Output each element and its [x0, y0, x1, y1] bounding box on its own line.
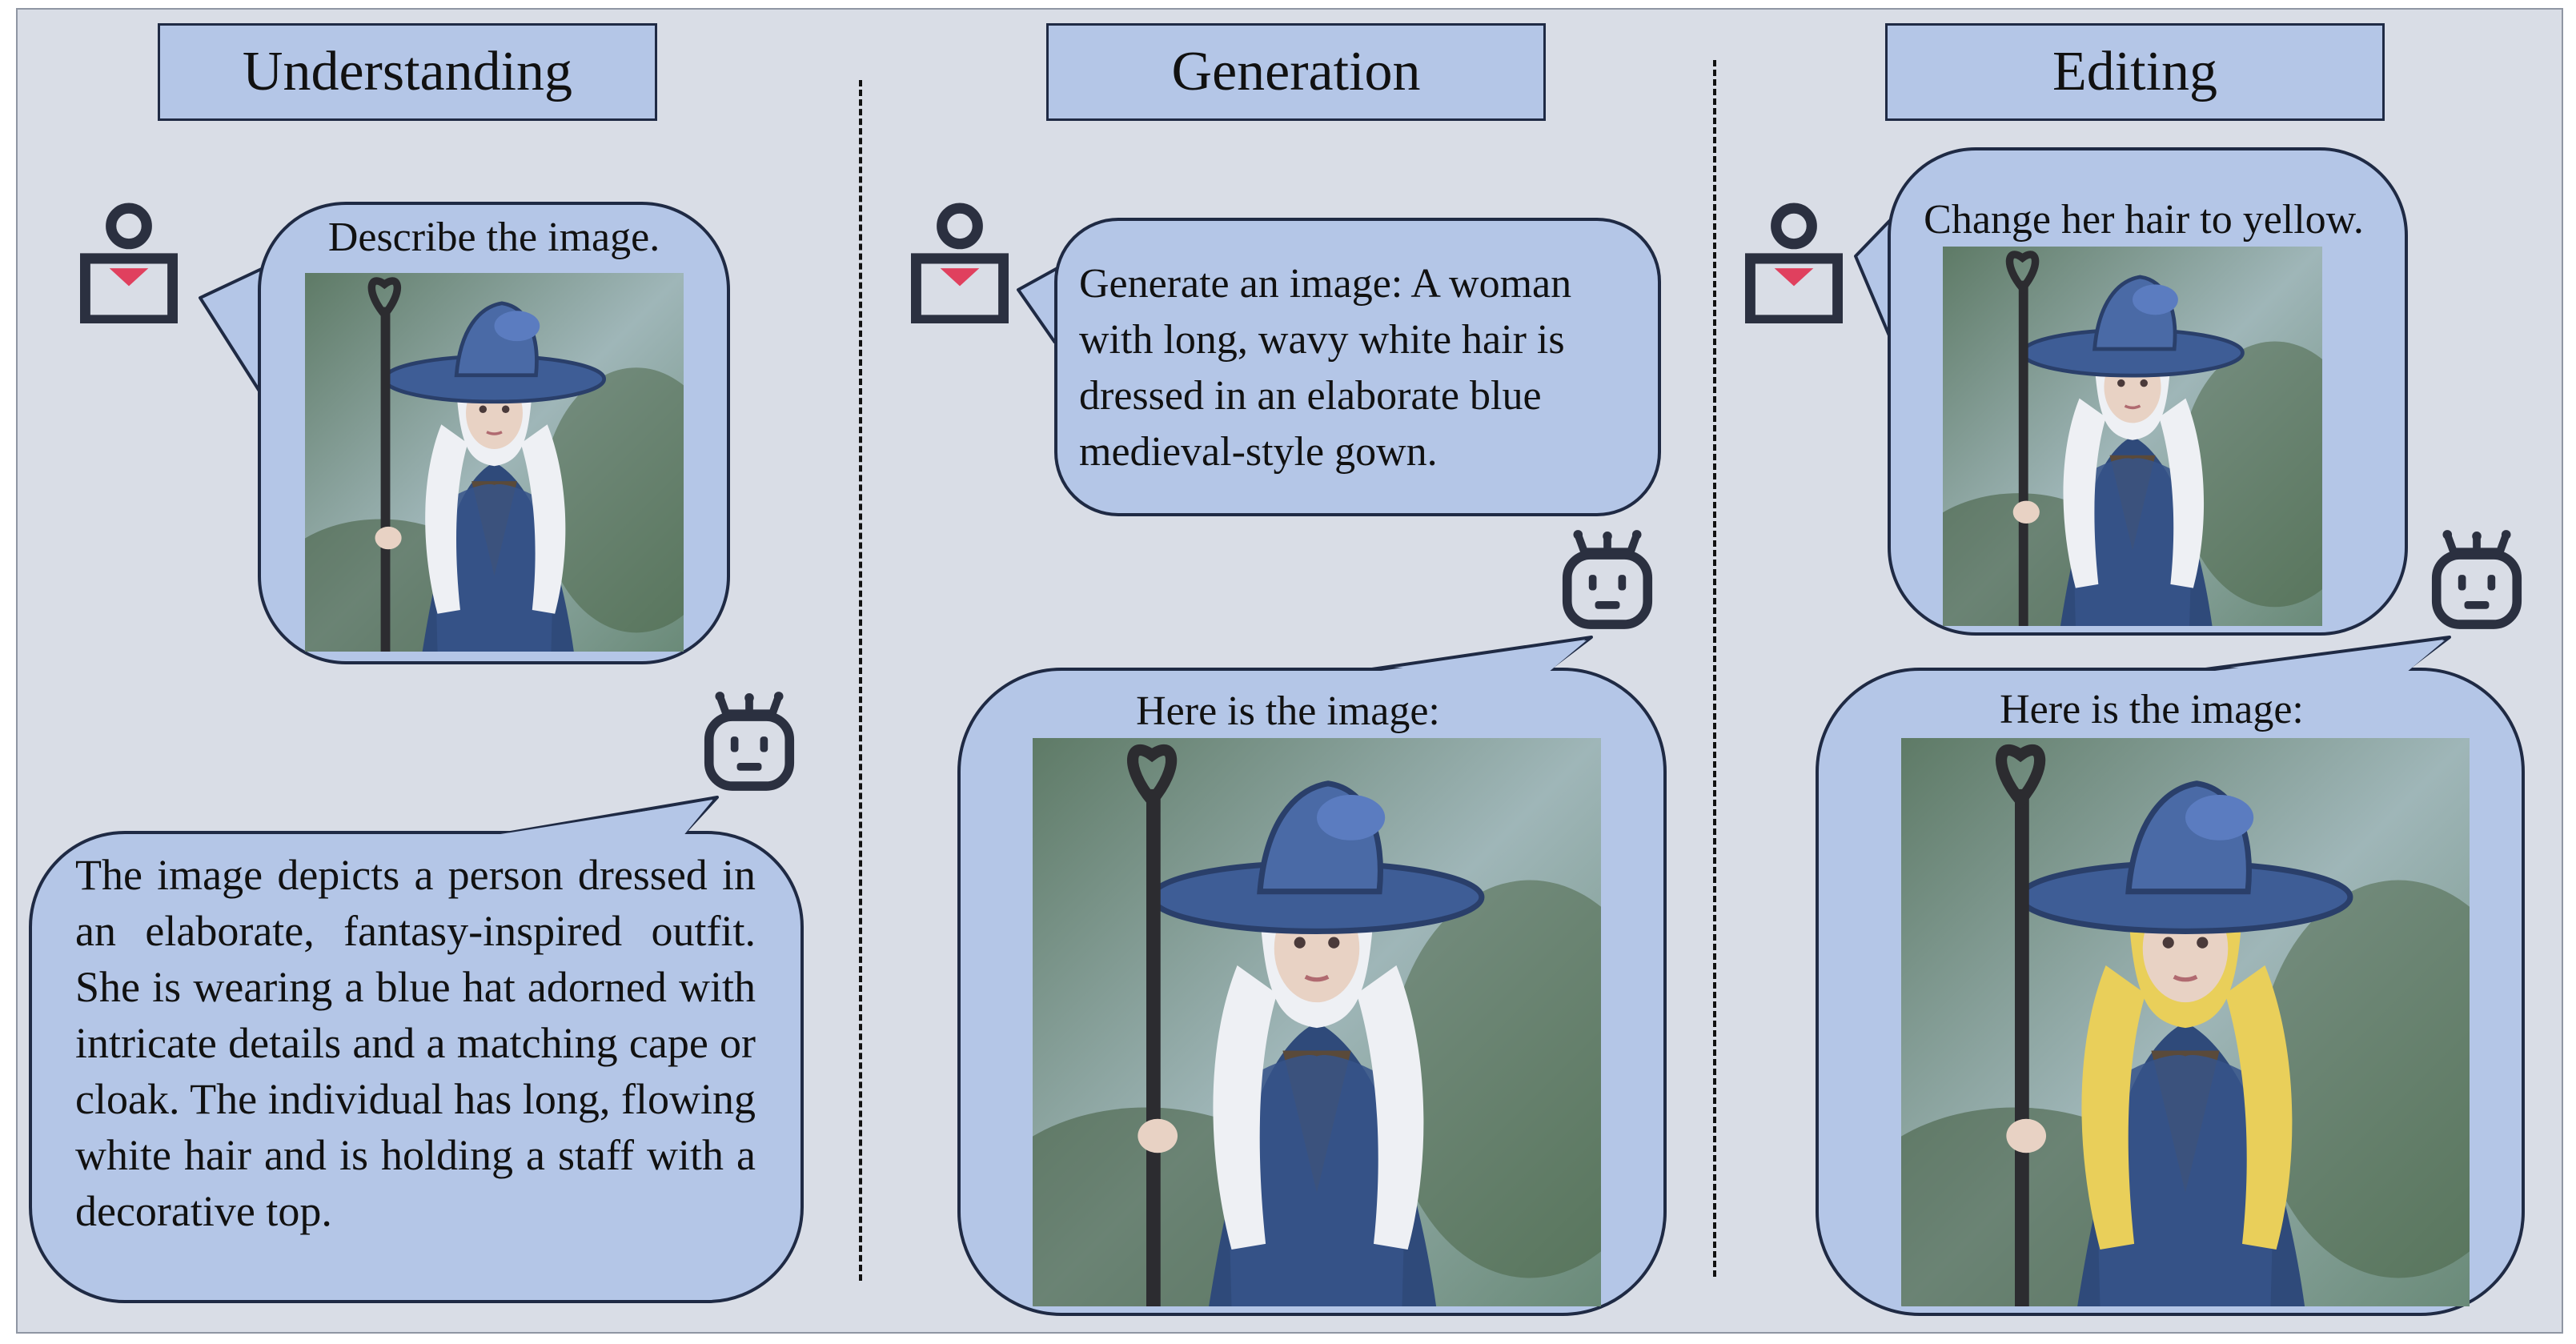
section-title-generation: Generation: [1046, 23, 1546, 121]
assistant-response-understanding: The image depicts a person dressed in an…: [75, 851, 756, 1235]
user-prompt-understanding: Describe the image.: [327, 215, 660, 260]
user-prompt-generation: Generate an image: A woman with long, wa…: [1079, 261, 1572, 475]
section-title-understanding: Understanding: [158, 23, 657, 121]
edited-image: [1901, 738, 2470, 1306]
section-divider-left: [859, 80, 862, 1281]
section-title-editing: Editing: [1885, 23, 2385, 121]
section-divider-right: [1713, 60, 1716, 1277]
assistant-response-editing: Here is the image:: [2000, 687, 2304, 732]
assistant-response-generation: Here is the image:: [1136, 688, 1440, 734]
user-prompt-editing: Change her hair to yellow.: [1924, 197, 2364, 243]
user-message-bubble-generation: [1054, 218, 1661, 516]
assistant-message-bubble-understanding: [29, 831, 804, 1303]
